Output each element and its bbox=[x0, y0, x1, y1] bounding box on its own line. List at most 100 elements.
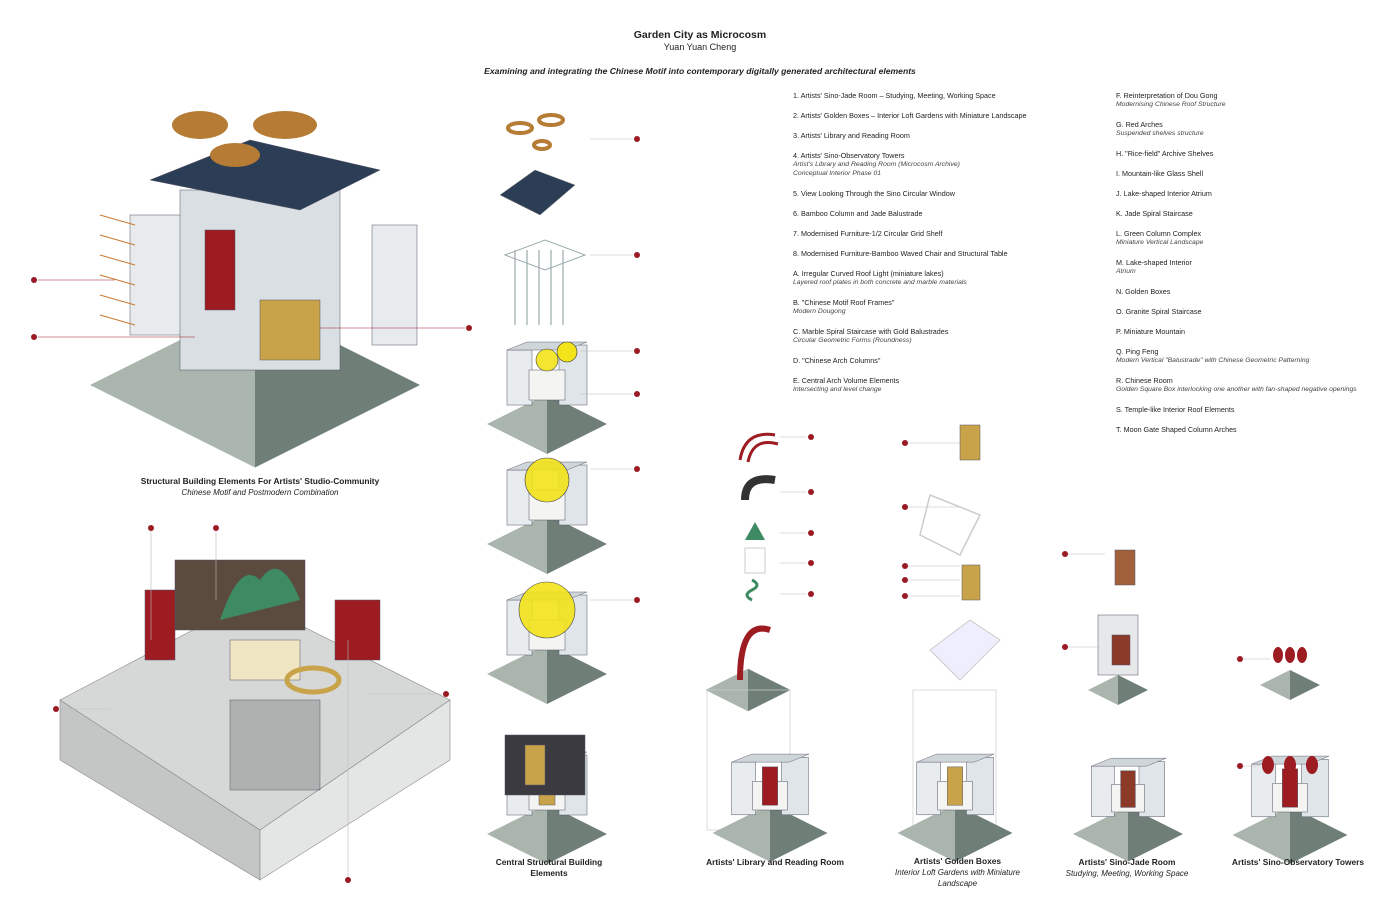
legend-item-description: Layered roof plates in both concrete and… bbox=[793, 279, 967, 286]
temple-roof-dome bbox=[1284, 756, 1296, 774]
legend-item: P. Miniature Mountain bbox=[1116, 327, 1400, 336]
curved-roof-light bbox=[537, 113, 565, 127]
legend-item: D. "Chinese Arch Columns" bbox=[793, 356, 1103, 365]
poster-title: Garden City as Microcosm bbox=[633, 29, 767, 41]
roof-plate bbox=[916, 753, 995, 763]
arch-column bbox=[1091, 765, 1115, 817]
granite-spiral-staircase bbox=[919, 493, 982, 557]
side-panel-right bbox=[371, 224, 418, 346]
label-marker bbox=[31, 277, 37, 283]
red-arch-element bbox=[204, 229, 236, 311]
legend-item-title: A. Irregular Curved Roof Light (miniatur… bbox=[793, 269, 944, 278]
roof-plate bbox=[731, 753, 810, 763]
label-marker bbox=[1237, 763, 1243, 769]
label-marker bbox=[808, 560, 814, 566]
legend-item-description: Modern Vertical "Balustrade" with Chines… bbox=[1116, 357, 1310, 364]
poster-author: Yuan Yuan Cheng bbox=[663, 42, 737, 52]
curved-roof-light bbox=[532, 139, 552, 151]
arched-facade bbox=[259, 699, 451, 881]
legend-item-description: Modernising Chinese Roof Structure bbox=[1116, 101, 1226, 108]
legend-item: B. "Chinese Motif Roof Frames"Modern Dou… bbox=[793, 298, 1103, 316]
pyramid-base bbox=[1290, 670, 1320, 700]
pyramid-base bbox=[547, 804, 607, 864]
curved-roof-light bbox=[253, 111, 317, 139]
highlight-circle bbox=[524, 457, 570, 503]
label-marker bbox=[634, 466, 640, 472]
caption-subtitle: Chinese Motif and Postmodern Combination bbox=[181, 488, 339, 497]
pyramid-base bbox=[1088, 675, 1118, 705]
golden-box bbox=[961, 564, 981, 601]
legend-item-title: Q. Ping Feng bbox=[1116, 347, 1159, 356]
central-volume bbox=[528, 369, 566, 401]
golden-box bbox=[959, 424, 981, 461]
legend-item-title: H. "Rice-field" Archive Shelves bbox=[1116, 149, 1214, 158]
legend-item-description: Circular Geometric Forms (Roundness) bbox=[793, 337, 912, 344]
caption-title: Artists' Library and Reading Room bbox=[706, 857, 844, 867]
temple-roof-dome bbox=[1306, 756, 1318, 774]
label-marker bbox=[902, 593, 908, 599]
grid-shelf bbox=[99, 314, 136, 326]
legend-item-title: K. Jade Spiral Staircase bbox=[1116, 209, 1193, 218]
legend-item-title: J. Lake-shaped Interior Atrium bbox=[1116, 189, 1212, 198]
label-marker bbox=[634, 597, 640, 603]
legend-item-title: 1. Artists' Sino-Jade Room – Studying, M… bbox=[793, 91, 996, 100]
caption-title: Artists' Sino-Jade Room bbox=[1078, 857, 1176, 867]
legend-item-title: 6. Bamboo Column and Jade Balustrade bbox=[793, 209, 923, 218]
legend-item-title: F. Reinterpretation of Dou Gong bbox=[1116, 91, 1218, 100]
caption-subtitle: Studying, Meeting, Working Space bbox=[1065, 869, 1189, 878]
highlight-circle bbox=[518, 581, 576, 639]
side-panel-left bbox=[129, 214, 186, 336]
pyramid-base bbox=[547, 394, 607, 454]
legend-item-title: P. Miniature Mountain bbox=[1116, 327, 1185, 336]
caption-library: Artists' Library and Reading Room bbox=[695, 857, 855, 868]
legend-item-title: O. Granite Spiral Staircase bbox=[1116, 307, 1202, 316]
arch-column bbox=[1251, 763, 1276, 818]
glass-grid-volume bbox=[229, 699, 321, 791]
legend-item-description: Intersecting and level change bbox=[793, 386, 882, 393]
legend-item: 6. Bamboo Column and Jade Balustrade bbox=[793, 209, 1103, 218]
highlight-circle bbox=[556, 341, 578, 363]
legend-item: O. Granite Spiral Staircase bbox=[1116, 307, 1400, 316]
legend-item-title: M. Lake-shaped Interior bbox=[1116, 258, 1192, 267]
label-marker bbox=[1062, 644, 1068, 650]
pyramid-base bbox=[1118, 675, 1148, 705]
legend-item-title: C. Marble Spiral Staircase with Gold Bal… bbox=[793, 327, 949, 336]
pyramid-base bbox=[487, 394, 547, 454]
grid-shelf bbox=[99, 234, 136, 246]
label-marker bbox=[634, 391, 640, 397]
legend-item-description: Artist's Library and Reading Room (Micro… bbox=[793, 161, 960, 168]
pyramid-base bbox=[1290, 806, 1348, 864]
pyramid-base bbox=[770, 804, 828, 862]
lake-shaped-atrium bbox=[284, 665, 342, 695]
legend-item-description: Golden Square Box interlocking one anoth… bbox=[1116, 386, 1357, 393]
label-marker bbox=[902, 504, 908, 510]
label-marker bbox=[53, 706, 59, 712]
grid-shelf bbox=[99, 214, 136, 226]
legend-item: K. Jade Spiral Staircase bbox=[1116, 209, 1400, 218]
pyramid-base bbox=[547, 644, 607, 704]
legend-item-title: B. "Chinese Motif Roof Frames" bbox=[793, 298, 895, 307]
legend-item-description: Conceptual Interior Phase 01 bbox=[793, 170, 882, 177]
legend-item: 2. Artists' Golden Boxes – Interior Loft… bbox=[793, 111, 1103, 120]
legend-item-title: N. Golden Boxes bbox=[1116, 287, 1171, 296]
legend-item-title: 3. Artists' Library and Reading Room bbox=[793, 131, 910, 140]
temple-roof-dome bbox=[1285, 647, 1295, 663]
caption-structural-elements: Structural Building Elements For Artists… bbox=[110, 476, 410, 498]
roof-plate bbox=[1091, 757, 1167, 767]
grid-shelf bbox=[99, 254, 136, 266]
red-arches bbox=[334, 599, 381, 661]
legend-item: C. Marble Spiral Staircase with Gold Bal… bbox=[793, 327, 1103, 345]
roof-frame bbox=[503, 239, 587, 271]
legend-item-title: T. Moon Gate Shaped Column Arches bbox=[1116, 425, 1237, 434]
caption-sino-jade: Artists' Sino-Jade Room Studying, Meetin… bbox=[1057, 857, 1197, 879]
pyramid-base bbox=[1128, 806, 1183, 862]
grid-shelf bbox=[99, 274, 136, 286]
golden-box bbox=[259, 299, 321, 361]
label-marker bbox=[808, 591, 814, 597]
label-marker bbox=[634, 348, 640, 354]
legend-item: A. Irregular Curved Roof Light (miniatur… bbox=[793, 269, 1103, 287]
label-marker bbox=[1237, 656, 1243, 662]
